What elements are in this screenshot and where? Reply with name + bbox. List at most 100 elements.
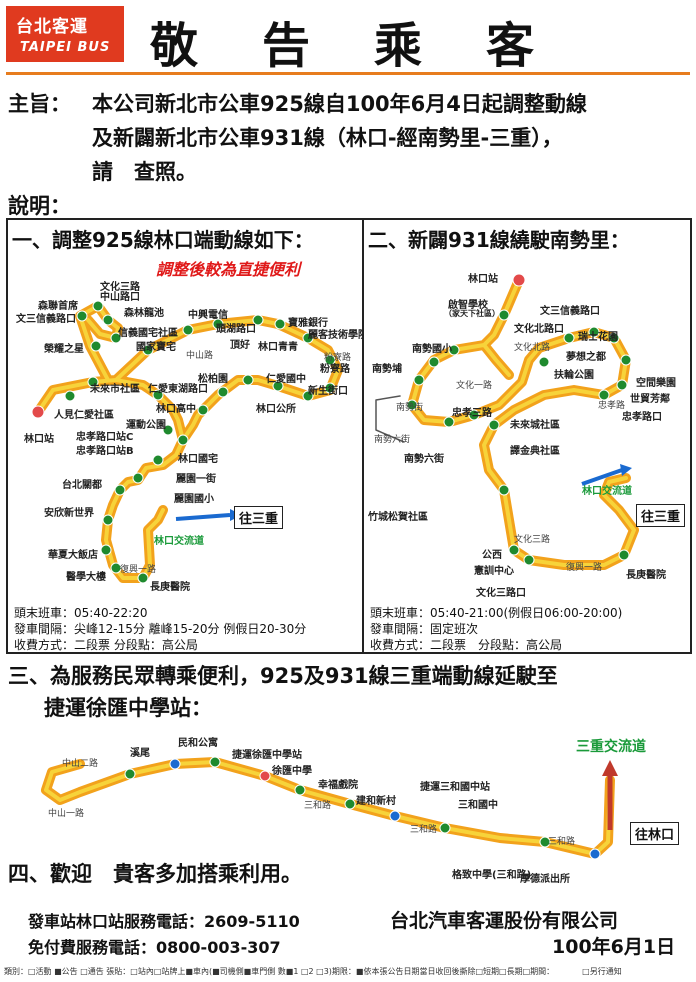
stop-label: 建和新村 [356, 796, 396, 807]
subject-line-2: 及新闢新北市公車931線（林口-經南勢里-三重）， [92, 126, 563, 150]
road-label: 三和路 [548, 837, 576, 847]
stop-label: 松柏園 [198, 374, 228, 385]
stop-label: 文化三路 [100, 282, 140, 293]
stop-label: 南勢埔 [372, 364, 402, 375]
phone-2-label: 免付費服務電話： [28, 938, 157, 957]
stop-label: 南勢國小 [412, 344, 452, 355]
stop-label: 捷運徐匯中學站 [232, 750, 302, 761]
stop-label: 國家寶宅 [136, 342, 176, 353]
stop-label-note: （家天下社區） [444, 309, 500, 318]
phone-1: 發車站林口站服務電話：2609-5110 [28, 908, 300, 932]
logo-chinese: 台北客運 [16, 17, 88, 37]
stop-label: 民和公寓 [178, 738, 218, 749]
stop-label: 榮耀之星 [44, 344, 84, 355]
stop-label: 中興電信 [188, 310, 228, 321]
interchange-label: 林口交流道 [154, 536, 204, 547]
road-label: 文化一路 [456, 381, 493, 391]
stop-label: 文三信義路口 [540, 306, 600, 317]
to-sanchong-sign: 往三重 [234, 506, 284, 529]
stop-label: 忠孝路口站C [76, 432, 134, 443]
section-3-line-1: 三、為服務民眾轉乘便利，925及931線三重端動線延駛至 [8, 664, 558, 688]
stop-label: 寶雅銀行 [288, 318, 328, 329]
road-label: 文化北路 [514, 343, 551, 353]
panel-925-heading: 一、調整925線林口端動線如下： [12, 228, 314, 252]
stop-label: 譯金典社區 [510, 446, 560, 457]
stop-label: 麗客技術學院 [308, 330, 368, 341]
to-sanchong-sign: 往三重 [636, 504, 686, 527]
stop-label: 空間樂園 [636, 378, 676, 389]
section-4: 四、歡迎 貴客多加搭乘利用。 [8, 862, 302, 886]
phone-2-number: 0800-003-307 [156, 938, 281, 957]
stop-label: 忠孝路口站B [76, 446, 134, 457]
stop-label: 未來城社區 [510, 420, 560, 431]
stop-label: 世貿芳鄰 [630, 394, 670, 405]
stop-label: 徐匯中學 [272, 766, 312, 777]
road-label: 中山路 [186, 351, 214, 361]
stop-label: 林口高中 [156, 404, 196, 415]
phone-1-label: 發車站林口站服務電話： [28, 912, 205, 931]
section-3-line-2: 捷運徐匯中學站： [44, 696, 212, 720]
stop-label: 文化北路口 [514, 324, 564, 335]
road-label: 南勢街 [396, 403, 424, 413]
stop-label: 捷運三和國中站 [420, 782, 490, 793]
panel-931: 二、新闢931線繞駛南勢里： 林口站 啟智學校 （家天下社區） 文化北路口 文三… [362, 218, 692, 654]
stop-label: 運動公園 [126, 420, 166, 431]
schedule-931: 頭末班車：05:40-21:00(例假日06:00-20:00) [370, 606, 623, 620]
route-931-map [375, 273, 639, 570]
stop-label: 忠孝三路 [452, 408, 492, 419]
road-label: 復興一路 [120, 565, 157, 575]
stop-label: 長庚醫院 [150, 582, 190, 593]
stop-label: 森聯首席 [38, 301, 78, 312]
stop-label: 安欣新世界 [44, 508, 94, 519]
stop-label: 華夏大飯店 [48, 550, 98, 561]
stop-label: 林口站 [468, 274, 498, 285]
stop-label: 林口站 [24, 434, 54, 445]
sanchong-extension-map [41, 756, 618, 860]
stop-label: 文化三路口 [476, 588, 526, 599]
stop-label: 啟智學校 [448, 300, 488, 311]
explain-label: 說明： [8, 194, 71, 218]
subject-label: 主旨： [8, 92, 71, 116]
interval-925: 發車間隔：尖峰12-15分 離峰15-20分 例假日20-30分 [14, 622, 307, 636]
stop-label: 麗園一街 [176, 474, 216, 485]
taipei-bus-logo: 台北客運 TAIPEI BUS [6, 6, 124, 62]
road-label: 三和路 [410, 825, 438, 835]
road-label: 三和路 [304, 801, 332, 811]
stop-label: 厚德派出所 [520, 874, 570, 885]
stop-label: 文三信義路口 [16, 314, 76, 325]
stop-label: 格致中學(三和路) [452, 870, 532, 881]
stop-label: 粉寮路 [320, 364, 350, 375]
stop-label: 竹城松賀社區 [368, 512, 428, 523]
fine-print: 類別：□活動 ■公告 □通告 張貼：□站內□站牌上■車內(■司機側■車門側 數■… [4, 967, 622, 976]
stop-label: 瑞士花園 [578, 332, 618, 343]
fare-925: 收費方式：二段票 分段點：高公局 [14, 638, 198, 652]
slogan: 調整後較為直捷便利 [156, 260, 301, 279]
notice-date: 100年6月1日 [552, 936, 676, 958]
road-label: 南勢六街 [374, 435, 411, 445]
stop-label: 扶輪公園 [554, 370, 594, 381]
stop-label: 仁愛國中 [266, 374, 306, 385]
stop-label: 夢想之都 [566, 352, 606, 363]
phone-2: 免付費服務電話：0800-003-307 [28, 934, 281, 958]
stop-label: 林口公所 [256, 404, 296, 415]
stop-label: 幸福戲院 [318, 780, 358, 791]
panel-925: 一、調整925線林口端動線如下： 調整後較為直捷便利 森聯首席 文三信義路口 文… [6, 218, 368, 654]
stop-label: 公西 [482, 550, 502, 561]
stop-label: 新生街口 [308, 386, 348, 397]
stop-label: 林口青青 [258, 342, 298, 353]
interchange-label: 林口交流道 [582, 486, 632, 497]
stop-label: 長庚醫院 [626, 570, 666, 581]
stop-label: 林口國宅 [178, 454, 218, 465]
page-title: 敬告乘客 [150, 18, 599, 74]
stop-label: 台北關都 [62, 480, 102, 491]
stop-label: 頭湖路口 [216, 324, 256, 335]
phone-1-number: 2609-5110 [204, 912, 300, 931]
stop-label: 仁愛東湖路口 [148, 384, 208, 395]
subject-line-1: 本公司新北市公車925線自100年6月4日起調整動線 [92, 92, 587, 116]
stop-label: 南勢六街 [404, 454, 444, 465]
title-divider [6, 72, 690, 75]
stop-label: 忠孝路口 [622, 412, 662, 423]
stop-label: 森林龍池 [124, 308, 164, 319]
stop-label: 信義國宅社區 [118, 328, 178, 339]
road-label: 中山一路 [48, 809, 85, 819]
